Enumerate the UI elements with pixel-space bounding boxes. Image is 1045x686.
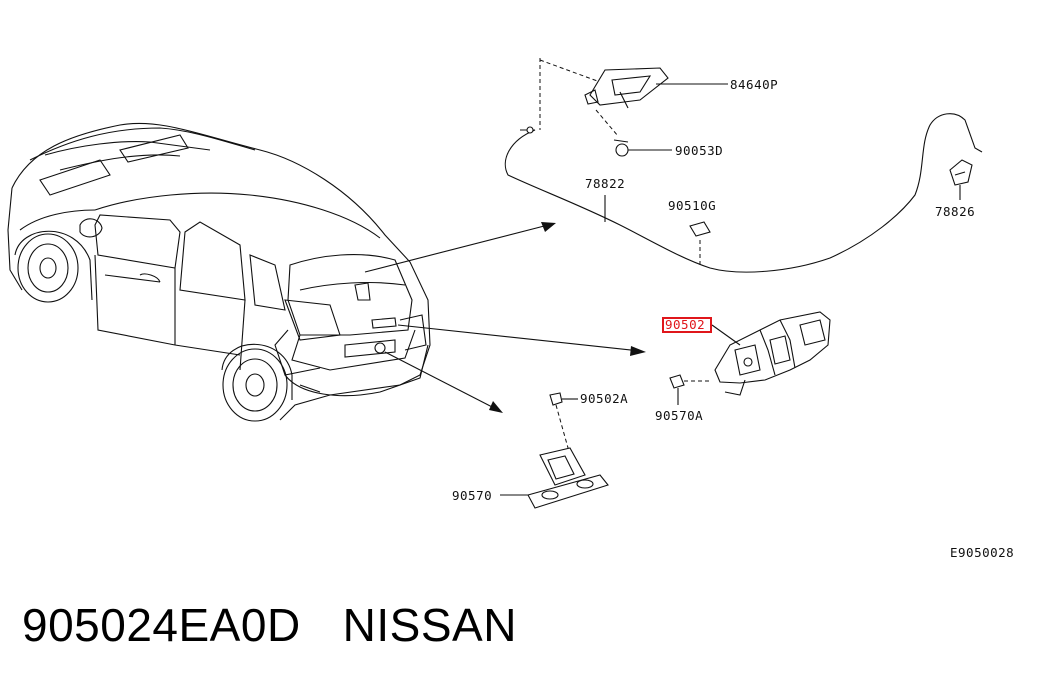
arrow-head-icon [630,346,646,356]
label-90570A[interactable]: 90570A [655,408,703,423]
part-labels: 84640P 90053D 78822 90510G 78826 90502 9… [452,77,1014,560]
label-90570[interactable]: 90570 [452,488,492,503]
opener-cable-group [504,58,983,273]
part-number: 905024EA0D [22,599,301,651]
label-78826[interactable]: 78826 [935,204,975,219]
arrow-head-icon [489,401,503,413]
highlight-box [662,317,712,333]
leader-arrows [364,222,646,413]
striker-group [500,392,609,509]
lock-actuator-group [662,311,831,405]
label-90502A[interactable]: 90502A [580,391,628,406]
label-90502[interactable]: 90502 [665,317,705,332]
label-78822[interactable]: 78822 [585,176,625,191]
vehicle-illustration [7,122,431,422]
label-90053D[interactable]: 90053D [675,143,723,158]
diagram-code: E9050028 [950,545,1014,560]
brand-name: NISSAN [342,599,517,651]
label-90510G[interactable]: 90510G [668,198,716,213]
part-caption: 905024EA0D NISSAN [22,598,559,652]
label-84640P[interactable]: 84640P [730,77,778,92]
arrow-head-icon [541,222,556,232]
